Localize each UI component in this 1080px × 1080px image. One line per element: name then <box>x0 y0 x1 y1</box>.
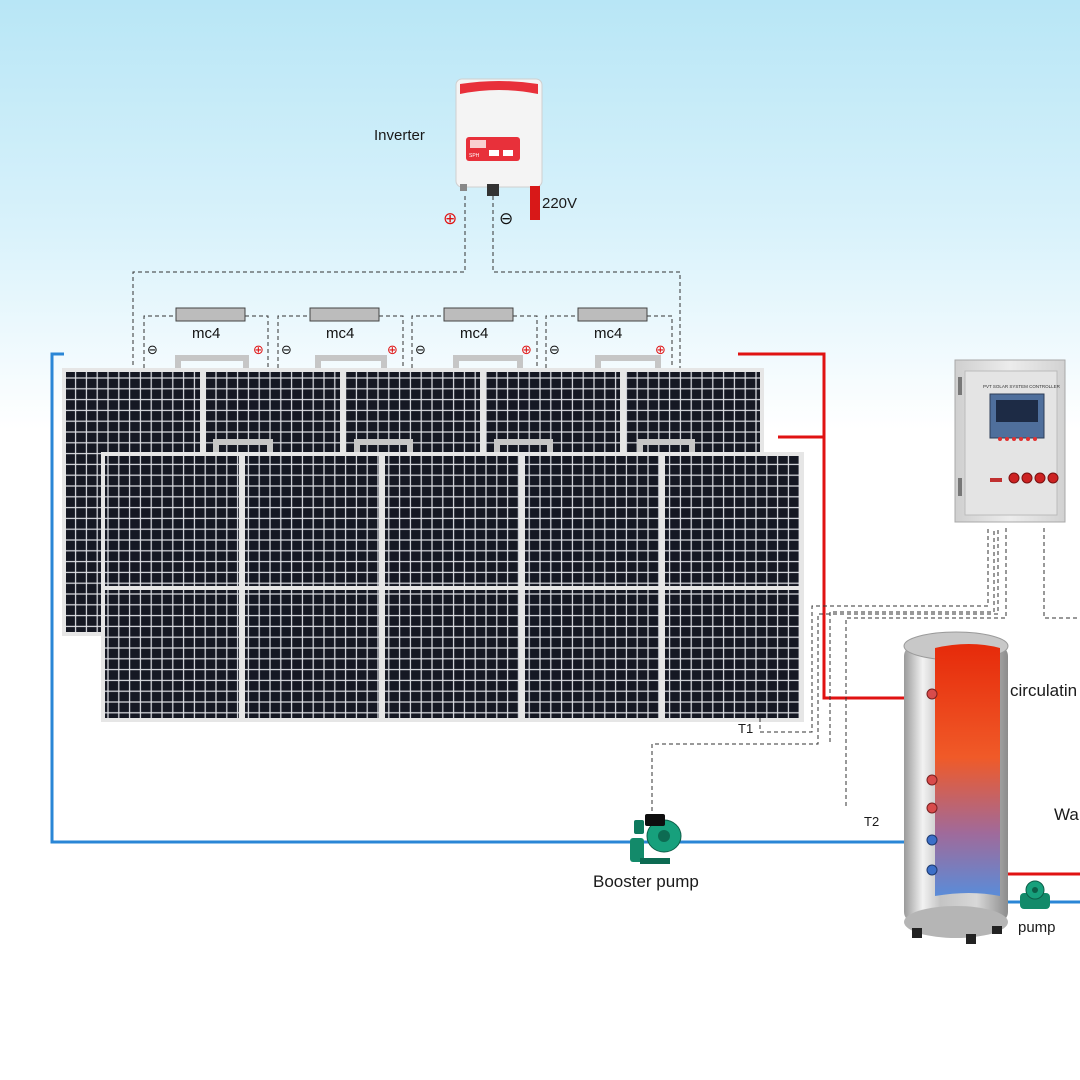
circulating-label: circulatin <box>1010 681 1077 700</box>
inverter: SPH <box>455 78 543 220</box>
positive-terminal-icon: ⊕ <box>387 343 398 358</box>
dc-wiring <box>132 196 681 368</box>
controller-panel-title: PVT SOLAR SYSTEM CONTROLLER <box>983 384 1061 389</box>
controller-button <box>1034 472 1046 484</box>
negative-terminal-icon: ⊖ <box>281 343 292 358</box>
controller-button <box>1008 472 1020 484</box>
controller-button <box>1021 472 1033 484</box>
positive-terminal-icon: ⊕ <box>521 343 532 358</box>
booster-pump-icon <box>630 814 682 864</box>
mc4-label: mc4 <box>460 325 488 342</box>
positive-terminal-icon: ⊕ <box>253 343 264 358</box>
negative-terminal-icon: ⊖ <box>415 343 426 358</box>
pump-label: pump <box>1018 919 1056 936</box>
positive-terminal-icon: ⊕ <box>655 343 666 358</box>
system-controller: PVT SOLAR SYSTEM CONTROLLER <box>954 359 1066 523</box>
booster-pump-label: Booster pump <box>593 872 699 891</box>
water-label: Wa <box>1054 805 1079 824</box>
hot-water-storage-tank <box>903 631 1009 944</box>
mc4-label: mc4 <box>326 325 354 342</box>
mc4-label: mc4 <box>594 325 622 342</box>
power-cable-plug <box>530 186 540 220</box>
output-voltage-label: 220V <box>542 195 577 212</box>
mc4-connectors <box>175 307 648 322</box>
panel-junction-handles <box>175 355 695 455</box>
inverter-positive-icon: ⊕ <box>443 209 457 229</box>
controller-button <box>1047 472 1059 484</box>
inverter-label: Inverter <box>374 127 425 144</box>
inverter-brand: SPH <box>469 153 480 159</box>
inverter-negative-icon: ⊖ <box>499 209 513 229</box>
solar-panel-front-row <box>101 452 804 722</box>
circulation-pump-icon <box>1020 880 1050 909</box>
negative-terminal-icon: ⊖ <box>147 343 158 358</box>
negative-terminal-icon: ⊖ <box>549 343 560 358</box>
sensor-t1-label: T1 <box>738 721 753 736</box>
mc4-label: mc4 <box>192 325 220 342</box>
sensor-wiring <box>651 528 1080 818</box>
sensor-t2-label: T2 <box>864 814 879 829</box>
